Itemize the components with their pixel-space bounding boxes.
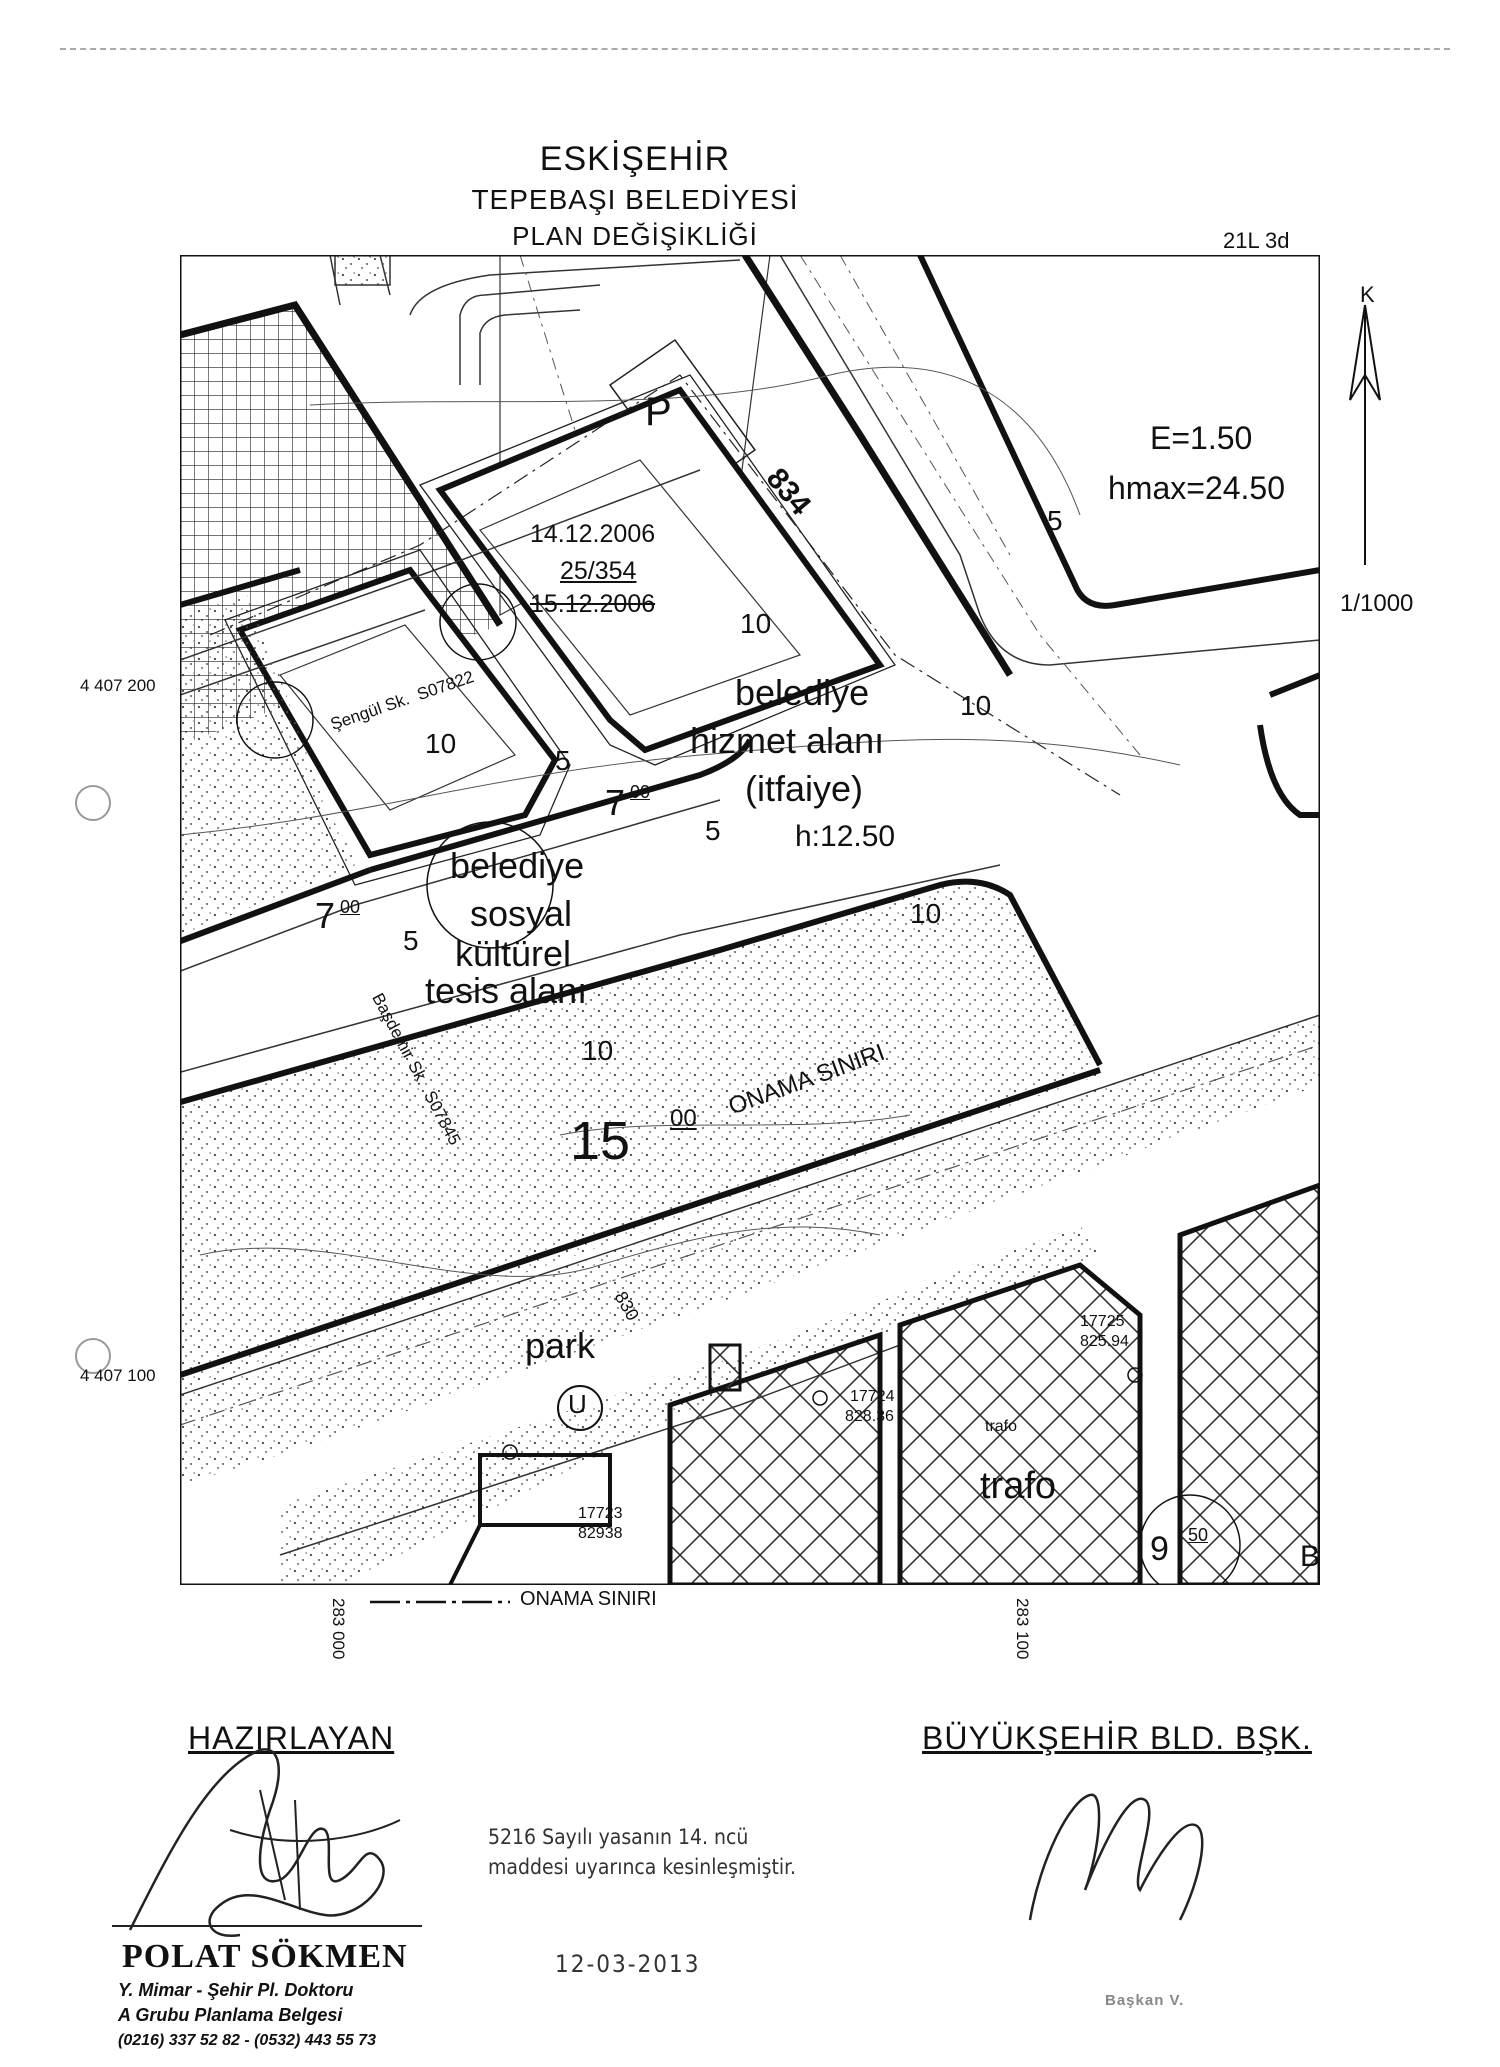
approval-date-2: 15.12.2006	[530, 590, 656, 618]
block-boundary-topleft	[180, 300, 503, 627]
hmax-label: hmax=24.50	[1108, 470, 1286, 506]
coord-left-bottom: 4 407 100	[80, 1366, 156, 1385]
social-area-line4: tesis alanı	[425, 970, 588, 1011]
sheet-number: 21L 3d	[1223, 228, 1290, 253]
city-title: ESKİŞEHİR	[539, 140, 731, 178]
approval-number: 25/354	[560, 557, 637, 585]
parcel-17723-id: 17723	[578, 1505, 623, 1522]
road-width-7b-sup: 00	[340, 897, 361, 917]
road-width-circle-7a	[439, 583, 517, 661]
setback-fire-bottom: 10	[910, 898, 942, 929]
coord-left-top: 4 407 200	[80, 676, 156, 695]
mayor-title: BÜYÜKŞEHİR BLD. BŞK.	[922, 1720, 1312, 1756]
finalization-date: 12-03-2013	[555, 1950, 701, 1978]
fire-area-line2: hizmet alanı	[690, 720, 885, 761]
small-trafo-box	[708, 1343, 742, 1392]
parcel-17724-id: 17724	[850, 1388, 895, 1405]
mayor-signature	[1028, 1793, 1204, 1921]
stamp-line-3: (0216) 337 52 82 - (0532) 443 55 73	[118, 2032, 376, 2049]
setback-social-top: 10	[425, 728, 457, 759]
parcel-17725-id: 17725	[1080, 1313, 1125, 1330]
road-width-15-sup: 00	[670, 1105, 697, 1132]
finalization-note-line1: 5216 Sayılı yasanın 14. ncü	[488, 1825, 749, 1849]
park-symbol-circle	[557, 1385, 603, 1431]
coord-bottom-right: 283 100	[1013, 1598, 1032, 1660]
zone-p-label: P	[645, 390, 672, 434]
north-letter: K	[1360, 282, 1375, 307]
park-area	[180, 881, 1100, 1392]
fire-station-plot	[435, 386, 885, 754]
trafo-label-large: trafo	[980, 1465, 1057, 1507]
stamp-top-rule	[112, 1925, 422, 1927]
document-type-title: PLAN DEĞİŞİKLİĞİ	[512, 221, 758, 251]
setback-social-right: 5	[555, 745, 571, 776]
road-width-7a: 7	[605, 782, 626, 823]
punch-hole-lower	[75, 1338, 111, 1374]
parcel-17724-elev: 828.36	[845, 1408, 894, 1425]
approval-date-1: 14.12.2006	[530, 520, 656, 548]
zoning-plan-map	[180, 255, 1320, 1585]
fire-area-line3: (itfaiye)	[745, 768, 864, 809]
mayor-title-line: Başkan V.	[1105, 1992, 1185, 2009]
road-width-9-sup: 50	[1188, 1525, 1209, 1545]
road-width-circle-7b	[236, 681, 314, 759]
punch-hole-upper	[75, 785, 111, 821]
road-width-15: 15	[570, 1111, 631, 1171]
north-arrow-icon	[1349, 304, 1381, 565]
parcel-17725-elev: 825.94	[1080, 1333, 1129, 1350]
parcel-17723-elev: 82938	[578, 1525, 623, 1542]
setback-fire-left: 5	[705, 815, 721, 846]
stamp-line-2: A Grubu Planlama Belgesi	[118, 2005, 343, 2025]
fire-area-height: h:12.50	[795, 820, 896, 853]
onama-legend-line	[370, 1600, 510, 1604]
social-cultural-facility-plot	[235, 566, 559, 859]
park-symbol: U	[568, 1389, 587, 1419]
stamp-name: POLAT SÖKMEN	[122, 1938, 408, 1975]
setback-social-left: 5	[403, 925, 419, 956]
social-area-line2: sosyal	[470, 893, 573, 934]
social-area-line3: kültürel	[455, 933, 572, 974]
density-label: E=1.50	[1150, 420, 1253, 456]
scale-label: 1/1000	[1340, 590, 1414, 617]
coord-bottom-left: 283 000	[329, 1598, 348, 1660]
road-width-7a-sup: 00	[630, 782, 651, 802]
setback-social-bottom: 10	[582, 1035, 614, 1066]
trafo-label-small: trafo	[985, 1418, 1018, 1435]
setback-right-block: 5	[1047, 505, 1063, 536]
corner-b-label: B	[1300, 1540, 1321, 1573]
prepared-by-title: HAZIRLAYAN	[188, 1720, 395, 1756]
setback-fire-right: 10	[960, 690, 992, 721]
onama-legend-label: ONAMA SINIRI	[520, 1588, 657, 1610]
road-width-7b: 7	[315, 895, 336, 936]
setback-fire-top: 10	[740, 608, 772, 639]
park-label: park	[525, 1325, 596, 1366]
road-width-9: 9	[1150, 1530, 1169, 1568]
stamp-line-1: Y. Mimar - Şehir Pl. Doktoru	[118, 1980, 354, 2000]
scan-edge-line	[60, 48, 1450, 50]
block-boundary-right	[742, 255, 1013, 677]
fire-area-line1: belediye	[735, 672, 870, 713]
municipality-title: TEPEBAŞI BELEDİYESİ	[471, 184, 799, 215]
finalization-note-line2: maddesi uyarınca kesinleşmiştir.	[488, 1855, 796, 1879]
road-width-circle-9	[1139, 1494, 1241, 1585]
planner-signature	[128, 1748, 401, 1938]
road-width-circle-15	[426, 821, 554, 949]
social-area-line1: belediye	[450, 845, 585, 886]
